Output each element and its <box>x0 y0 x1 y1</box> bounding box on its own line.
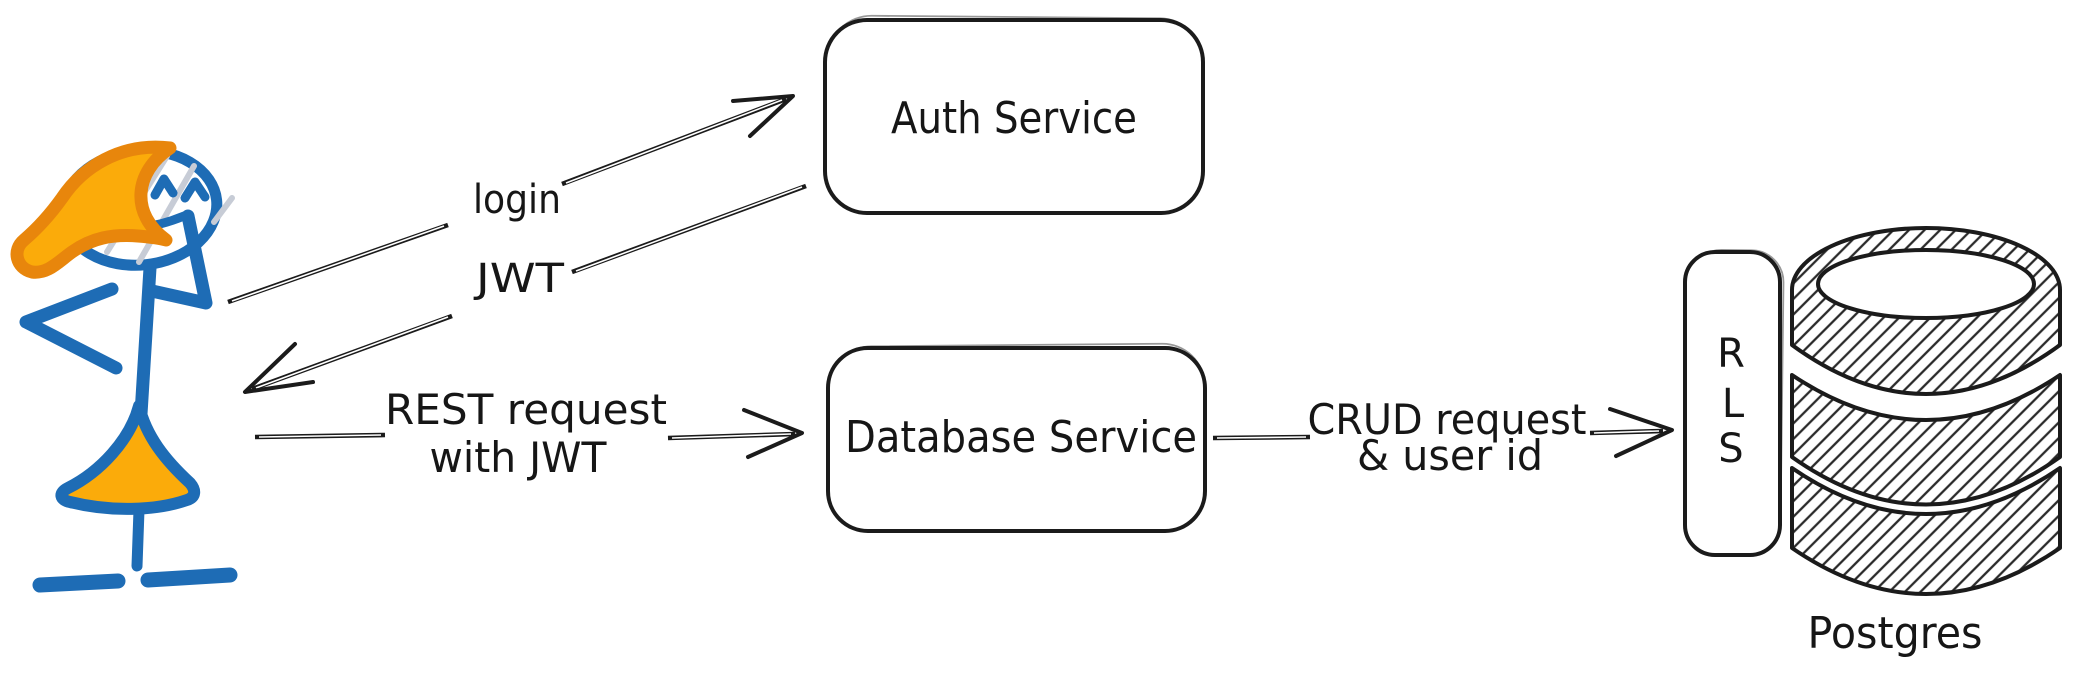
jwt-arrow-label: JWT <box>473 256 565 302</box>
cylinder-bottom-disc <box>1790 466 2062 596</box>
login-arrowhead-icon <box>731 94 795 138</box>
crud-arrow-label-line2: & user id <box>1357 431 1543 480</box>
user-figure <box>10 140 238 593</box>
user-left-eye-icon <box>150 174 178 200</box>
rest-arrowhead-icon <box>742 408 804 459</box>
user-hair <box>10 140 177 279</box>
rls-node: R L S <box>1683 248 1785 557</box>
user-leg <box>131 504 145 572</box>
crud-arrow <box>1212 407 1674 458</box>
rest-arrow <box>254 408 804 459</box>
user-left-arm <box>19 282 123 375</box>
cylinder-opening <box>1816 248 2036 320</box>
jwt-arrowhead-icon <box>243 342 315 394</box>
postgres-label: Postgres <box>1808 608 1983 659</box>
crud-arrow-label-line1: CRUD request <box>1308 395 1587 444</box>
user-foot-left <box>32 573 126 593</box>
rls-letter-r: R <box>1717 331 1745 377</box>
user-body <box>134 261 157 421</box>
user-right-eye-icon <box>180 177 210 203</box>
login-arrow <box>227 94 795 305</box>
user-dress <box>55 400 201 515</box>
user-foot-right <box>140 567 238 588</box>
rls-letter-s: S <box>1718 426 1743 472</box>
database-service-box <box>826 346 1207 533</box>
hair-streak <box>136 163 197 265</box>
crud-arrowhead-icon <box>1608 407 1674 458</box>
rls-box <box>1683 250 1782 557</box>
jwt-arrow <box>243 183 807 394</box>
rest-arrow-label-line2: with JWT <box>430 433 607 482</box>
cylinder-middle-disc <box>1790 373 2062 507</box>
hair-streak <box>211 195 235 225</box>
database-service-node: Database Service <box>826 342 1207 533</box>
database-service-label: Database Service <box>845 412 1197 463</box>
auth-service-label: Auth Service <box>891 93 1137 144</box>
database-cylinder-icon <box>1790 226 2062 596</box>
rls-letter-l: L <box>1722 381 1745 427</box>
auth-service-box <box>823 18 1205 215</box>
login-arrow-label: login <box>473 177 561 223</box>
postgres-node: Postgres <box>1790 226 2062 659</box>
user-right-arm <box>145 209 213 310</box>
auth-service-node: Auth Service <box>823 14 1205 215</box>
rest-arrow-label-line1: REST request <box>385 385 667 434</box>
